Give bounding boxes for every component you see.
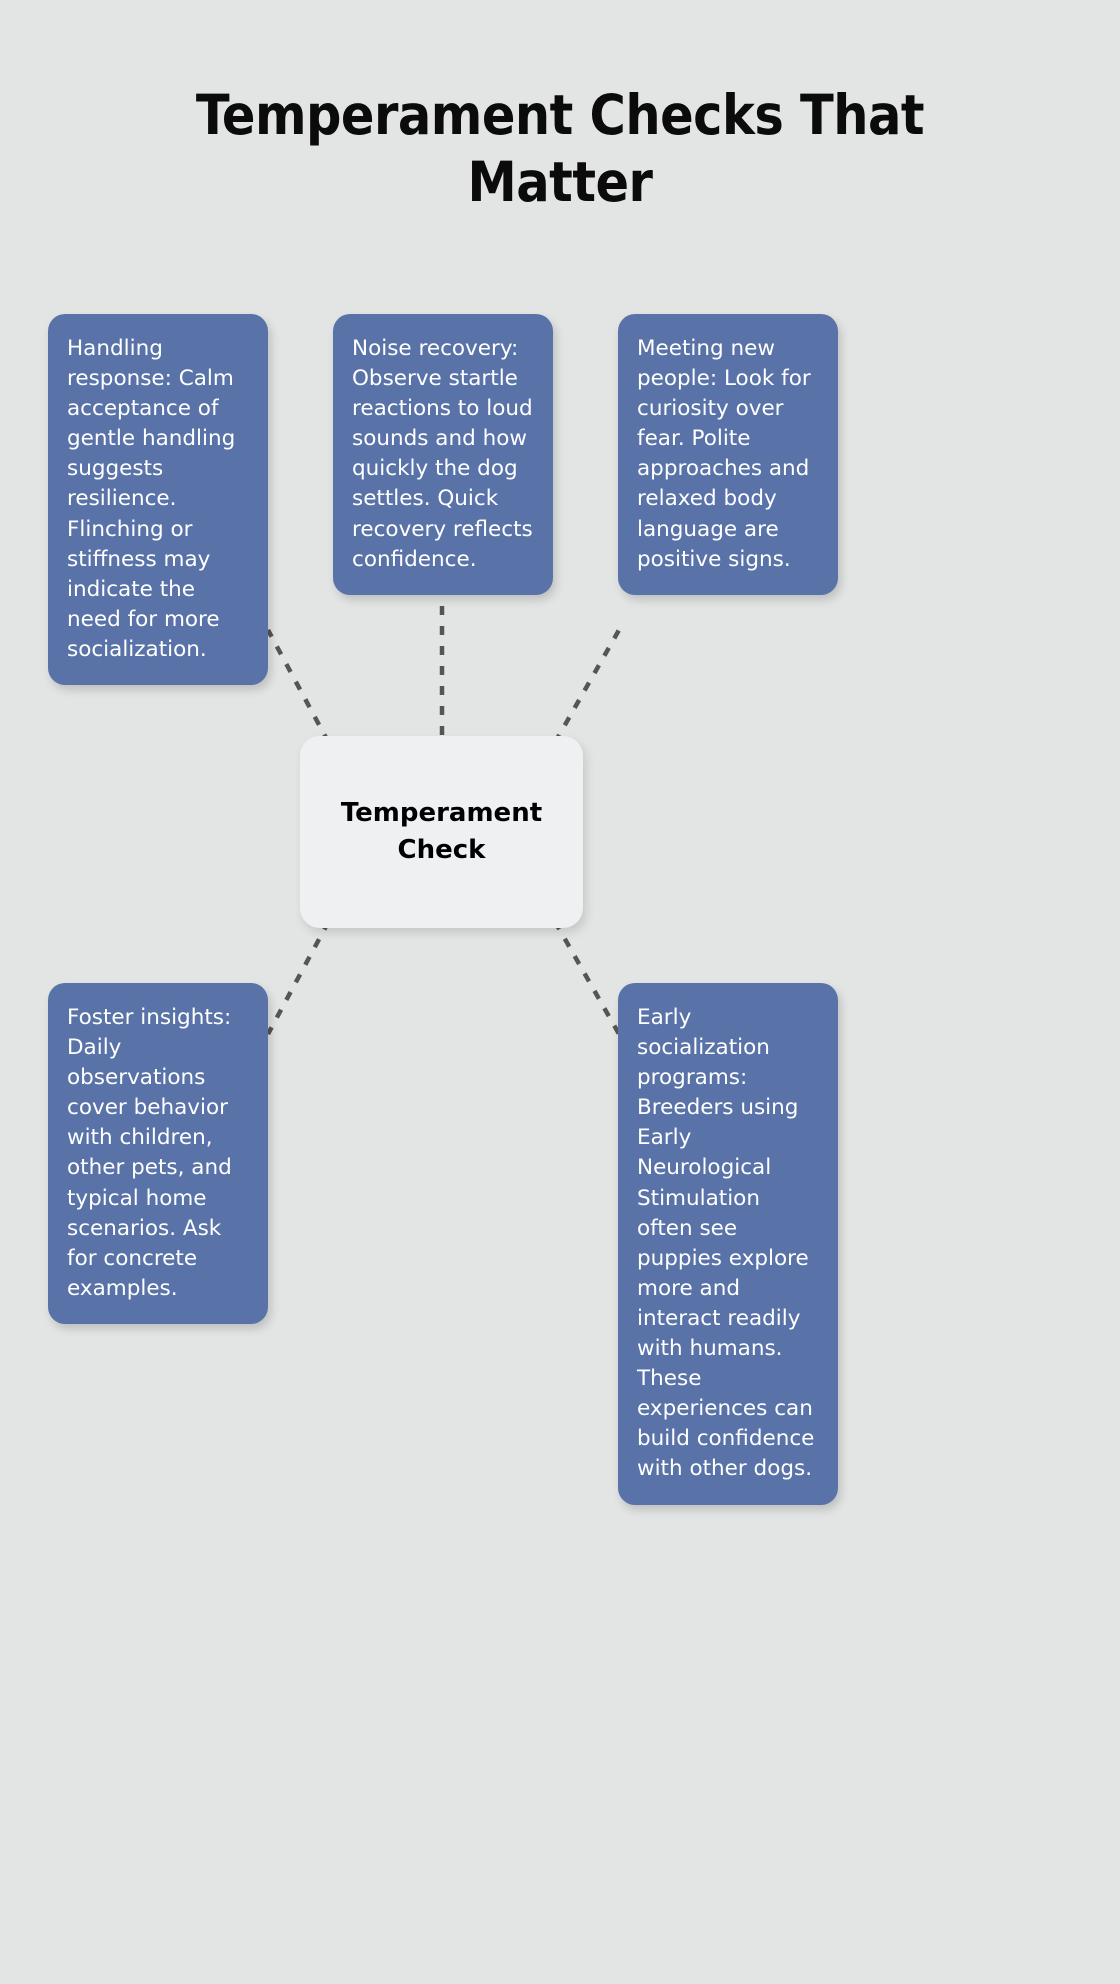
card-early-socialization-programs[interactable]: Early socialization programs: Breeders u…: [618, 983, 838, 1505]
card-text: Handling response: Calm acceptance of ge…: [67, 336, 236, 662]
center-node-temperament-check[interactable]: Temperament Check: [300, 736, 583, 928]
card-handling-response[interactable]: Handling response: Calm acceptance of ge…: [48, 314, 268, 686]
card-noise-recovery[interactable]: Noise recovery: Observe startle reaction…: [333, 314, 553, 595]
page-title: Temperament Checks That Matter: [195, 83, 925, 215]
card-text: Foster insights: Daily observations cove…: [67, 1005, 232, 1301]
card-text: Meeting new people: Look for curiosity o…: [637, 336, 811, 572]
card-meeting-new-people[interactable]: Meeting new people: Look for curiosity o…: [618, 314, 838, 595]
center-node-label: Temperament Check: [340, 798, 543, 865]
card-text: Early socialization programs: Breeders u…: [637, 1005, 815, 1482]
card-foster-insights[interactable]: Foster insights: Daily observations cove…: [48, 983, 268, 1324]
card-text: Noise recovery: Observe startle reaction…: [352, 336, 533, 572]
